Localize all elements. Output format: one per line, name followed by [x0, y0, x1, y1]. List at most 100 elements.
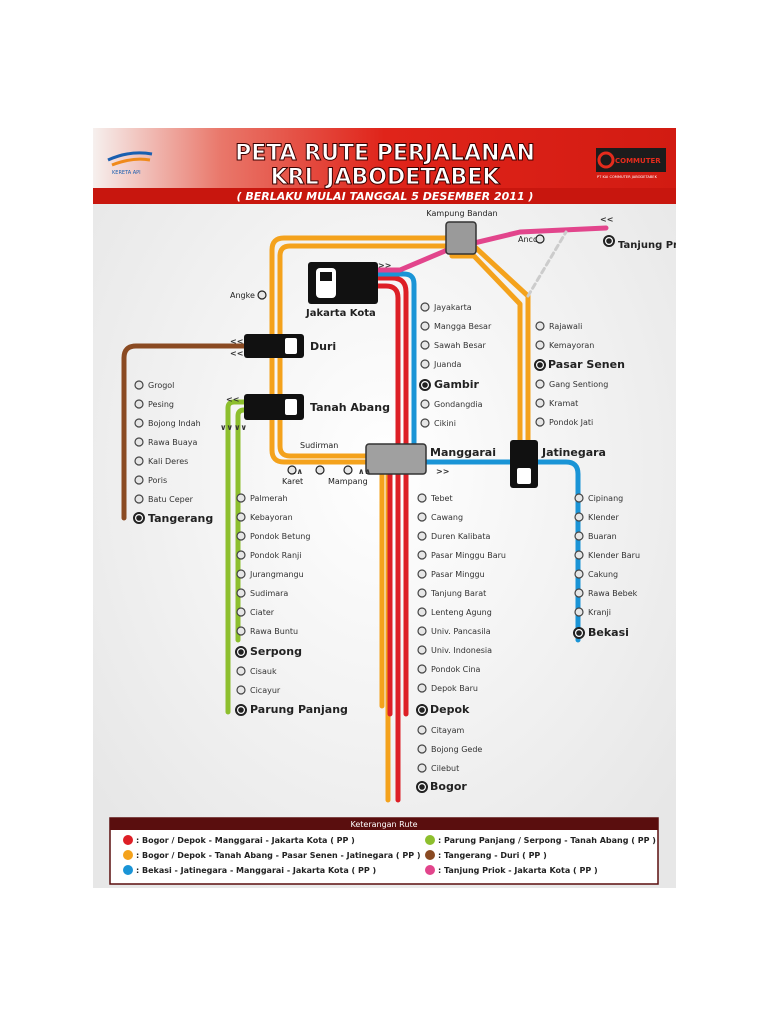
header-title-line1: PETA RUTE PERJALANAN: [235, 141, 535, 166]
station-marker: [236, 685, 246, 695]
legend-swatch: [425, 850, 435, 860]
svg-text:<<: <<: [600, 215, 613, 224]
station-manggarai: Manggarai: [430, 446, 496, 459]
station-kampung-bandan: Kampung Bandan: [426, 209, 497, 218]
header: PETA RUTE PERJALANAN KRL JABODETABEK ( B…: [93, 128, 676, 204]
station-marker: [417, 683, 427, 693]
krl-route-map: PETA RUTE PERJALANAN KRL JABODETABEK ( B…: [93, 128, 676, 888]
station-angke: Angke: [230, 291, 255, 300]
station-marker: [574, 493, 584, 503]
station-label: Buaran: [588, 532, 617, 541]
legend-swatch: [425, 865, 435, 875]
station-label: Pesing: [148, 400, 174, 409]
station-karet: Karet: [282, 477, 303, 486]
station-marker: [236, 512, 246, 522]
station-label: Poris: [148, 476, 167, 485]
direction-markers: >> << << << << ∨∨ ∨∨ ∧∧ ∧∧ >>: [220, 215, 613, 476]
station-marker: [417, 550, 427, 560]
legend-swatch: [123, 850, 133, 860]
legend-label: : Bogor / Depok - Manggarai - Jakarta Ko…: [136, 836, 355, 845]
station-marker: [134, 494, 144, 504]
station-marker: [535, 417, 545, 427]
station-jatinegara: Jatinegara: [541, 446, 606, 459]
station-marker: [574, 550, 584, 560]
left-logo-text: KERETA API: [112, 170, 141, 176]
svg-text:∧∧: ∧∧: [358, 467, 371, 476]
station-label: Pasar Minggu Baru: [431, 551, 506, 560]
station-marker: [236, 666, 246, 676]
station-marker: [417, 588, 427, 598]
right-logo-subtext: PT KAI COMMUTER JABODETABEK: [597, 175, 658, 179]
legend: Keterangan Rute : Bogor / Depok - Mangga…: [109, 817, 659, 885]
station-label: Cipinang: [588, 494, 623, 503]
station-label: Cakung: [588, 570, 618, 579]
station-pasar-senen: Pasar Senen: [548, 358, 625, 371]
green-route: [225, 399, 265, 715]
station-marker: [417, 664, 427, 674]
svg-text:<<: <<: [226, 395, 239, 404]
station-label: Gondangdia: [434, 400, 483, 409]
svg-text:∨∨: ∨∨: [234, 423, 247, 432]
commuter-logo: COMMUTER PT KAI COMMUTER JABODETABEK: [596, 148, 666, 179]
station-duri: Duri: [310, 340, 336, 353]
station-label: Univ. Pancasila: [431, 627, 491, 636]
station-label: Pondok Jati: [549, 418, 593, 427]
station-label: Rawa Buaya: [148, 438, 197, 447]
station-label: Jayakarta: [433, 303, 472, 312]
station-bekasi: Bekasi: [588, 626, 629, 639]
station-label: Jurangmangu: [249, 570, 304, 579]
station-marker: [417, 531, 427, 541]
station-gambir: Gambir: [434, 378, 480, 391]
station-marker: [420, 321, 430, 331]
station-sudirman: Sudirman: [300, 441, 338, 450]
right-logo-text: COMMUTER: [615, 157, 661, 165]
station-marker: [134, 418, 144, 428]
station-label: Tebet: [430, 494, 453, 503]
station-label: Grogol: [148, 381, 174, 390]
station-marker: [535, 379, 545, 389]
station-marker: [420, 340, 430, 350]
station-marker: [417, 744, 427, 754]
station-marker: [134, 437, 144, 447]
station-label: Rawa Bebek: [588, 589, 638, 598]
legend-label: : Bogor / Depok - Tanah Abang - Pasar Se…: [136, 851, 421, 860]
station-marker: [417, 645, 427, 655]
station-marker: [236, 550, 246, 560]
station-label: Citayam: [431, 726, 464, 735]
station-label: Tanjung Barat: [430, 589, 486, 598]
station-jakarta-kota: Jakarta Kota: [305, 308, 376, 319]
station-label: Kebayoran: [250, 513, 293, 522]
station-depok: Depok: [430, 703, 470, 716]
station-marker: [417, 607, 427, 617]
station-marker: [420, 359, 430, 369]
station-label: Kemayoran: [549, 341, 594, 350]
svg-text:>>: >>: [378, 261, 391, 270]
station-label: Rawa Buntu: [250, 627, 298, 636]
station-parung-panjang: Parung Panjang: [250, 703, 348, 716]
legend-label: : Tanjung Priok - Jakarta Kota ( PP ): [438, 866, 598, 875]
station-marker: [417, 763, 427, 773]
station-marker: [134, 399, 144, 409]
station-label: Cilebut: [431, 764, 459, 773]
station-tangerang: Tangerang: [148, 512, 213, 525]
station-label: Cikini: [434, 419, 456, 428]
station-label: Lenteng Agung: [431, 608, 492, 617]
station-label: Ciater: [250, 608, 275, 617]
station-marker: [417, 725, 427, 735]
kereta-api-logo: KERETA API: [107, 151, 153, 176]
header-title-line2: KRL JABODETABEK: [271, 165, 501, 190]
station-marker: [420, 302, 430, 312]
station-label: Juanda: [433, 360, 461, 369]
brown-route: [121, 343, 265, 521]
svg-text:<<: <<: [230, 337, 243, 346]
station-marker: [236, 569, 246, 579]
station-label: Sawah Besar: [434, 341, 487, 350]
legend-swatch: [123, 835, 133, 845]
station-mampang: Mampang: [328, 477, 368, 486]
station-marker: [236, 493, 246, 503]
station-bogor: Bogor: [430, 780, 467, 793]
legend-title: Keterangan Rute: [350, 820, 417, 829]
station-marker: [134, 380, 144, 390]
station-marker: [236, 531, 246, 541]
